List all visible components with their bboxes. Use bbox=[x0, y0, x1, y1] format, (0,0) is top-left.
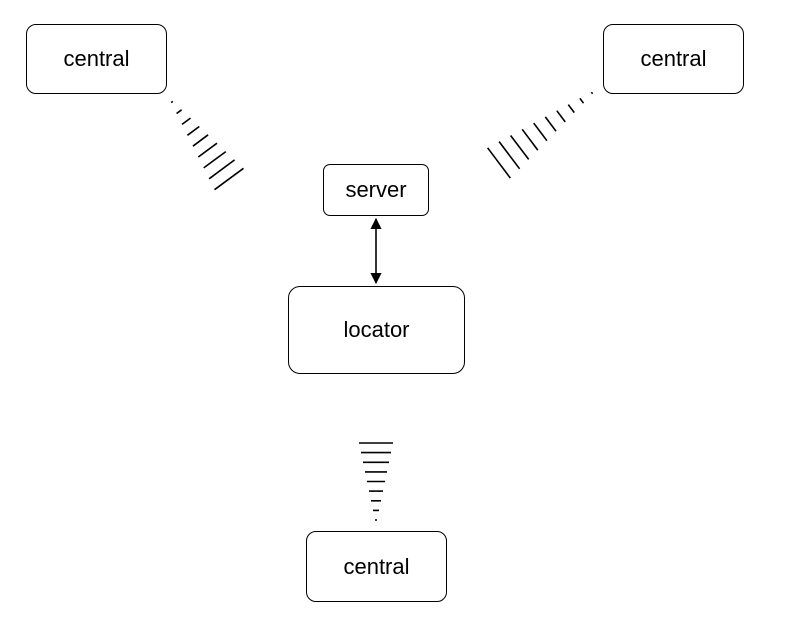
server-node: server bbox=[323, 164, 429, 216]
server-label: server bbox=[345, 177, 407, 202]
central-node-top-right: central bbox=[603, 24, 744, 94]
signal-wave-line bbox=[590, 91, 594, 95]
signal-waves-bottom bbox=[359, 442, 393, 521]
signal-wave-line bbox=[533, 122, 548, 142]
signal-wave-line bbox=[208, 159, 236, 180]
signal-wave-line bbox=[498, 141, 521, 170]
central-label: central bbox=[63, 46, 130, 71]
signal-wave-line bbox=[544, 116, 557, 132]
signal-waves-top-right bbox=[486, 91, 594, 179]
central-label: central bbox=[343, 553, 410, 579]
signal-wave-line bbox=[486, 147, 512, 179]
signal-wave-line bbox=[192, 134, 209, 147]
signal-wave-line bbox=[197, 142, 218, 158]
central-node-bottom: central bbox=[306, 531, 447, 602]
locator-label: locator bbox=[343, 317, 410, 342]
signal-wave-line bbox=[170, 100, 174, 104]
signal-wave-line bbox=[521, 128, 539, 151]
central-label: central bbox=[640, 46, 707, 71]
signal-wave-line bbox=[579, 97, 585, 104]
central-node-top-left: central bbox=[26, 24, 167, 94]
signal-wave-line bbox=[214, 167, 244, 191]
signal-wave-line bbox=[509, 135, 530, 160]
signal-wave-line bbox=[186, 125, 200, 136]
signal-wave-line bbox=[176, 109, 183, 115]
signal-wave-line bbox=[203, 150, 227, 169]
signal-wave-line bbox=[567, 104, 575, 114]
signal-wave-line bbox=[181, 117, 191, 126]
locator-node: locator bbox=[288, 286, 465, 374]
signal-wave-line bbox=[556, 110, 566, 123]
signal-waves-top-left bbox=[170, 100, 244, 191]
